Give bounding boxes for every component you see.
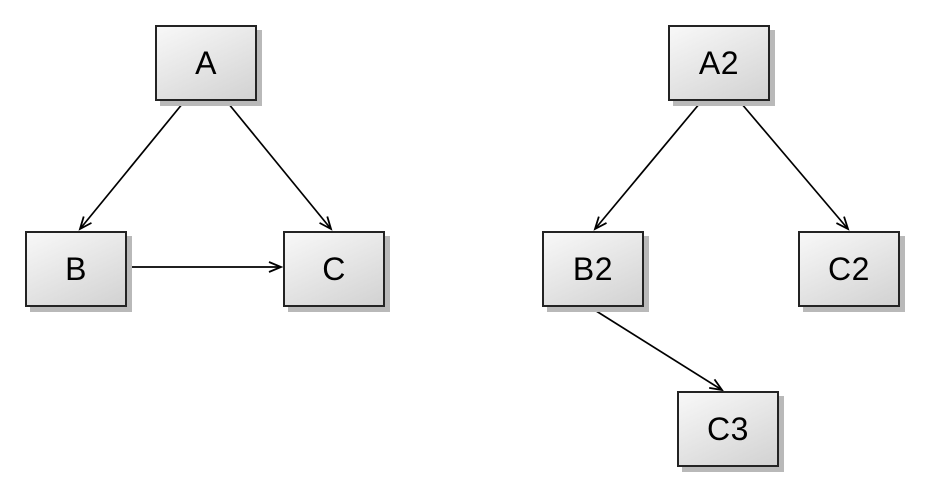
node-label-A2: A2: [698, 45, 740, 81]
node-label-C3: C3: [707, 411, 749, 447]
node-C2[interactable]: C2: [798, 231, 900, 307]
node-A2[interactable]: A2: [668, 25, 770, 101]
edge-B2-C3[interactable]: [592, 308, 724, 392]
node-label-C: C: [322, 251, 346, 287]
node-label-B2: B2: [572, 251, 614, 287]
node-label-C2: C2: [828, 251, 870, 287]
node-B2[interactable]: B2: [542, 231, 644, 307]
edge-A2-C2[interactable]: [740, 102, 850, 231]
node-label-A: A: [195, 45, 217, 81]
edge-A2-B2[interactable]: [593, 102, 701, 231]
node-C3[interactable]: C3: [677, 391, 779, 467]
node-A[interactable]: A: [155, 25, 257, 101]
node-B[interactable]: B: [25, 231, 127, 307]
node-label-B: B: [65, 251, 87, 287]
node-C[interactable]: C: [283, 231, 385, 307]
edge-A-B[interactable]: [78, 102, 184, 231]
edge-A-C[interactable]: [227, 102, 333, 231]
